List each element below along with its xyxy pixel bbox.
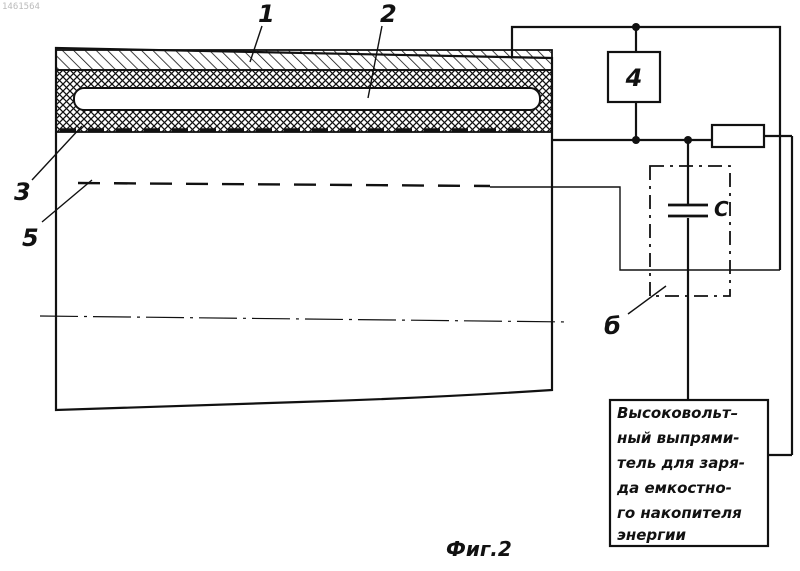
junction-dot [632,136,640,144]
label-2: 2 [380,0,397,28]
layer-1-hatched [56,50,552,70]
rectifier-line-4: да емкостно- [616,479,732,497]
label-5: 5 [22,224,39,252]
rectifier-line-5: го накопителя [617,504,742,522]
resistor [712,125,764,147]
label-6: б [604,312,621,340]
label-3: 3 [14,178,31,206]
leader-5 [42,180,92,222]
electrode-5 [78,183,490,186]
rectifier-line-1: Высоковольт– [617,404,738,422]
archive-stamp: 1461564 [2,2,40,12]
junction-dot [632,23,640,31]
axis-line [40,316,570,322]
figure-caption: Фиг.2 [446,537,512,561]
rectifier-line-3: тель для заря- [617,454,745,472]
capacitor-label: C [714,197,729,221]
label-1: 1 [258,0,275,28]
rectifier-line-2: ный выпрями- [617,429,739,447]
block-4-label: 4 [625,64,643,92]
rectifier-line-6: энергии [617,526,687,544]
leader-6 [628,286,666,314]
junction-dot [684,136,692,144]
block-6-enclosure [650,166,730,296]
inner-channel [74,88,540,110]
